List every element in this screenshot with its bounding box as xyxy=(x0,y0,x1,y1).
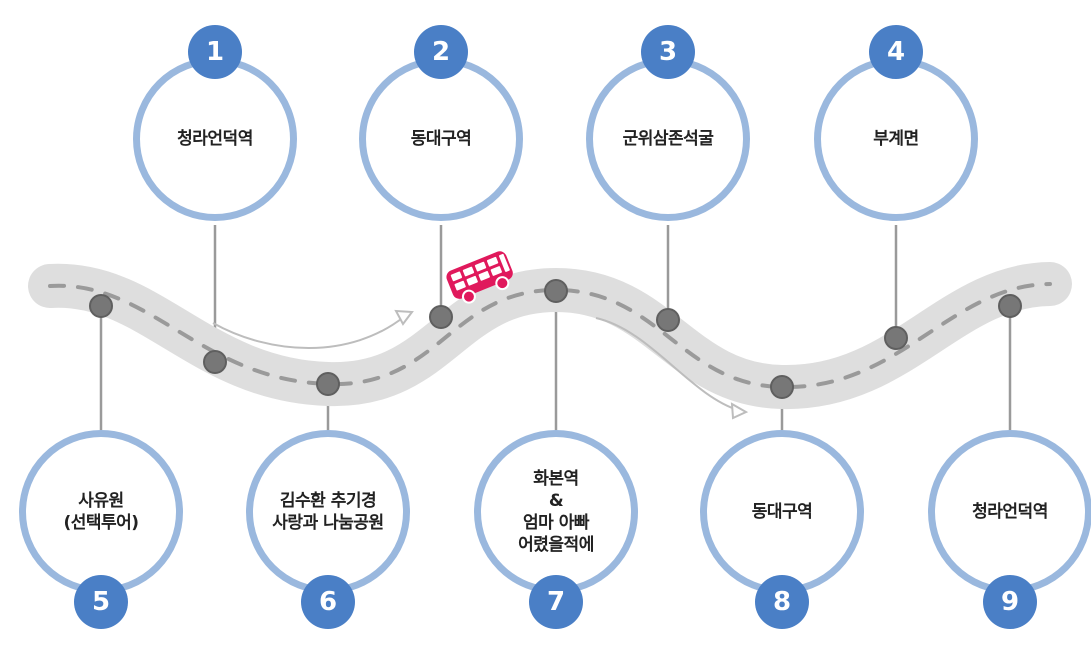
direction-arrow-2 xyxy=(595,317,739,411)
stop-badge-8: 8 xyxy=(755,575,809,629)
stop-badge-3: 3 xyxy=(641,25,695,79)
stop-badge-1: 1 xyxy=(188,25,242,79)
direction-arrowhead-2 xyxy=(730,402,749,420)
road-node-7 xyxy=(544,279,568,303)
stop-circle-4: 부계면 xyxy=(814,57,978,221)
stop-label-9: 청라언덕역 xyxy=(972,501,1048,522)
stop-label-7: 화본역 & 엄마 아빠 어렸을적에 xyxy=(518,468,594,556)
stop-badge-5: 5 xyxy=(74,575,128,629)
road-dash xyxy=(48,282,1052,390)
stop-circle-7: 화본역 & 엄마 아빠 어렸을적에 xyxy=(474,430,638,594)
connector-lines xyxy=(99,225,1012,430)
double-decker-bus-icon xyxy=(446,251,513,304)
stop-circle-5: 사유원 (선택투어) xyxy=(19,430,183,594)
stop-badge-7: 7 xyxy=(529,575,583,629)
road-node-6 xyxy=(316,372,340,396)
direction-arrow-1 xyxy=(212,315,406,349)
stop-circle-9: 청라언덕역 xyxy=(928,430,1091,594)
stop-badge-4: 4 xyxy=(869,25,923,79)
road-node-2 xyxy=(429,305,453,329)
stop-circle-3: 군위삼존석굴 xyxy=(586,57,750,221)
stop-label-3: 군위삼존석굴 xyxy=(622,128,714,149)
stop-circle-2: 동대구역 xyxy=(359,57,523,221)
road-nodes xyxy=(89,279,1022,399)
stop-label-6: 김수환 추기경 사랑과 나눔공원 xyxy=(272,490,384,533)
stop-label-2: 동대구역 xyxy=(410,128,472,149)
direction-arrowhead-1 xyxy=(394,309,414,326)
road-node-9 xyxy=(998,294,1022,318)
stop-label-4: 부계면 xyxy=(873,128,919,149)
road-node-1 xyxy=(203,350,227,374)
stop-badge-6: 6 xyxy=(301,575,355,629)
stop-label-8: 동대구역 xyxy=(751,501,813,522)
stop-label-1: 청라언덕역 xyxy=(177,128,253,149)
road-node-5 xyxy=(89,294,113,318)
road-node-4 xyxy=(884,326,908,350)
stop-circle-1: 청라언덕역 xyxy=(133,57,297,221)
stop-circle-8: 동대구역 xyxy=(700,430,864,594)
stop-label-5: 사유원 (선택투어) xyxy=(63,490,139,533)
stop-circle-6: 김수환 추기경 사랑과 나눔공원 xyxy=(246,430,410,594)
road-node-3 xyxy=(656,308,680,332)
road-node-8 xyxy=(770,375,794,399)
stop-badge-2: 2 xyxy=(414,25,468,79)
stop-badge-9: 9 xyxy=(983,575,1037,629)
